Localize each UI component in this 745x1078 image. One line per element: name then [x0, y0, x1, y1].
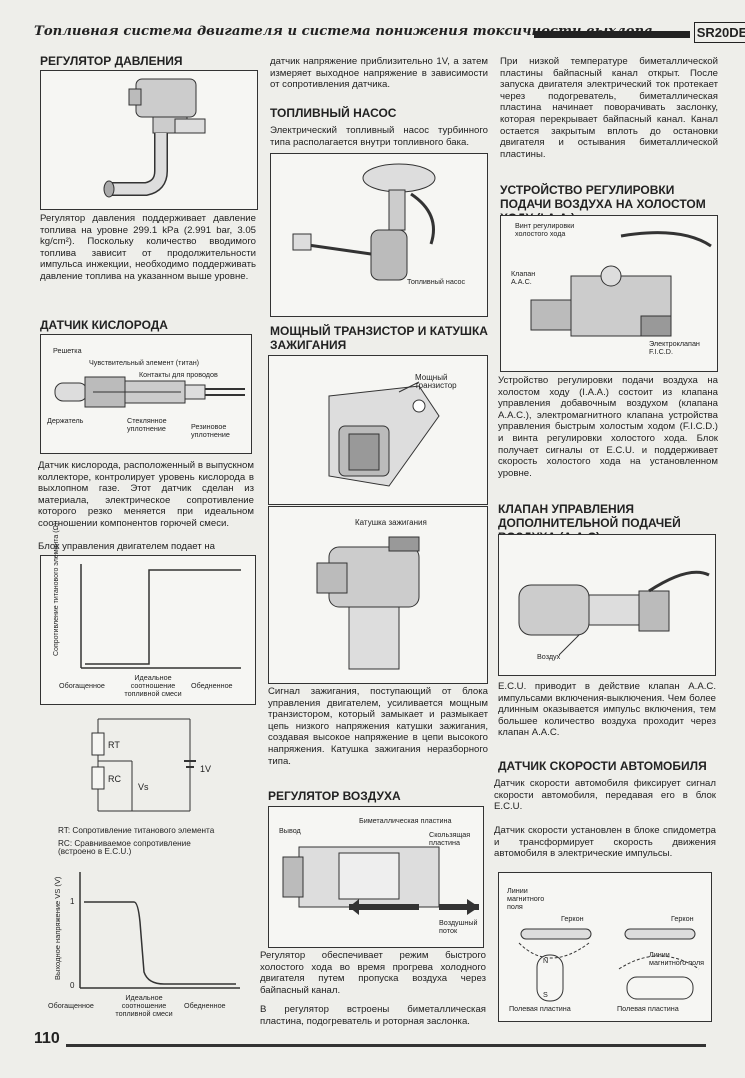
speed-sensor-text: Датчик скорости автомобиля фиксирует сиг…: [494, 778, 716, 813]
label-pole: Полевая пластина: [509, 1004, 571, 1013]
iaa-label-screw: Винт регулировки холостого хода: [515, 221, 575, 238]
label-grid: Решетка: [53, 346, 82, 355]
transistor-figure: Мощный транзистор: [268, 355, 488, 505]
pressure-regulator-heading: РЕГУЛЯТОР ДАВЛЕНИЯ: [40, 54, 183, 68]
label-element: Чувствительный элемент (титан): [89, 358, 200, 367]
oxygen-sensor-figure: Решетка Чувствительный элемент (титан) К…: [40, 334, 252, 454]
label-pole2: Полевая пластина: [617, 1004, 679, 1013]
pressure-regulator-text: Регулятор давления поддерживает давление…: [40, 213, 256, 282]
label-flow: Воздушный поток: [439, 918, 478, 935]
label-outlet: Вывод: [279, 826, 301, 835]
ignition-coil-figure: Катушка зажигания: [268, 506, 488, 684]
page-header: Топливная система двигателя и система по…: [34, 22, 745, 44]
circuit-v1: 1V: [200, 764, 212, 774]
voltage-graph: Выходное напряжение VS (V) 1 0 Обогащенн…: [40, 862, 252, 1022]
fuel-pump-label: Топливный насос: [407, 277, 466, 286]
graph2-ylabel: Выходное напряжение VS (V): [53, 876, 62, 980]
iaa-label-aac: Клапан A.A.C.: [511, 269, 536, 286]
iaa-heading: УСТРОЙСТВО РЕГУЛИРОВКИ ПОДАЧИ ВОЗДУХА НА…: [500, 183, 706, 225]
circuit-vs: Vs: [138, 782, 149, 792]
graph2-tick0: 0: [70, 981, 75, 990]
graph1-x-ideal: Идеальное соотношение топливной смеси: [124, 673, 182, 698]
header-model: SR20DE: [694, 22, 745, 43]
oxygen-sensor-heading: ДАТЧИК КИСЛОРОДА: [40, 318, 168, 332]
label-s: S: [543, 990, 548, 999]
label-rubber: Резиновое уплотнение: [191, 422, 230, 439]
fuel-pump-figure: Топливный насос: [270, 153, 488, 317]
header-title: Топливная система двигателя и система по…: [34, 24, 653, 39]
graph1-x-rich: Обогащенное: [59, 681, 105, 690]
graph2-x-rich: Обогащенное: [48, 1001, 94, 1010]
graph2-tick1: 1: [70, 897, 75, 906]
header-bar: [534, 31, 690, 38]
air-regulator-text: Регулятор обеспечивает режим быстрого хо…: [260, 950, 486, 996]
iaa-text: Устройство регулировки подачи воздуха на…: [498, 375, 718, 479]
label-slide: Скользящая пластина: [429, 830, 471, 847]
label-bimetal: Биметаллическая пластина: [359, 816, 452, 825]
aac-text: E.C.U. приводит в действие клапан A.A.C.…: [498, 681, 716, 739]
col3-cont-text: При низкой температуре биметаллической п…: [500, 56, 718, 160]
transistor-label: Мощный транзистор: [415, 373, 457, 390]
transistor-text: Сигнал зажигания, поступающий от блока у…: [268, 686, 488, 767]
label-field-lines: Линии магнитного поля: [507, 886, 545, 911]
circuit-rc: RC: [108, 774, 121, 784]
speed-sensor-figure: Линии магнитного поля Геркон Полевая пла…: [498, 872, 712, 1022]
air-regulator-heading: РЕГУЛЯТОР ВОЗДУХА: [268, 789, 401, 803]
oxygen-sensor-text2: Блок управления двигателем подает на: [38, 541, 216, 552]
circuit-rt: RT: [108, 740, 120, 750]
legend-rt: RT: Сопротивление титанового элемента: [58, 826, 215, 835]
iaa-label-ficd: Электроклапан F.I.C.D.: [649, 339, 700, 356]
graph1-x-lean: Обедненное: [191, 681, 233, 690]
air-regulator-figure: Вывод Биметаллическая пластина Скользяща…: [268, 806, 484, 948]
air-regulator-text2: В регулятор встроены биметаллическая пла…: [260, 1004, 486, 1027]
transistor-heading: МОЩНЫЙ ТРАНЗИСТОР И КАТУШКА ЗАЖИГАНИЯ: [270, 324, 488, 352]
aac-figure: Воздух: [498, 534, 716, 676]
graph2-x-lean: Обедненное: [184, 1001, 226, 1010]
page-number: 110: [34, 1030, 60, 1047]
footer-line: [66, 1044, 706, 1047]
sensor-circuit: RT RC Vs 1V: [40, 705, 254, 855]
aac-label: Воздух: [537, 652, 561, 661]
label-holder: Держатель: [47, 416, 84, 425]
coil-label: Катушка зажигания: [355, 518, 427, 527]
label-glass: Стеклянное уплотнение: [127, 416, 167, 433]
graph1-ylabel: Сопротивление титанового элемента (Ω): [53, 522, 60, 656]
col2-cont-text: датчик напряжение приблизительно 1V, а з…: [270, 56, 488, 91]
label-reed2: Геркон: [671, 914, 694, 923]
fuel-pump-heading: ТОПЛИВНЫЙ НАСОС: [270, 106, 397, 120]
label-n: N: [543, 956, 549, 965]
label-field-lines2: Линии магнитного поля: [649, 950, 705, 967]
label-reed: Геркон: [561, 914, 584, 923]
pressure-regulator-figure: [40, 70, 258, 210]
legend-rc: RC: Сравниваемое сопротивление (встроено…: [58, 839, 191, 856]
fuel-pump-text: Электрический топливный насос турбинного…: [270, 125, 488, 148]
label-contacts: Контакты для проводов: [139, 370, 218, 379]
speed-sensor-text2: Датчик скорости установлен в блоке спидо…: [494, 825, 716, 860]
graph2-x-ideal: Идеальное соотношение топливной смеси: [115, 993, 173, 1018]
iaa-figure: Винт регулировки холостого хода Клапан A…: [500, 215, 718, 372]
oxygen-sensor-text: Датчик кислорода, расположенный в выпуск…: [38, 460, 254, 529]
speed-sensor-heading: ДАТЧИК СКОРОСТИ АВТОМОБИЛЯ: [498, 759, 707, 773]
resistance-graph: Сопротивление титанового элемента (Ω) Об…: [40, 523, 256, 705]
